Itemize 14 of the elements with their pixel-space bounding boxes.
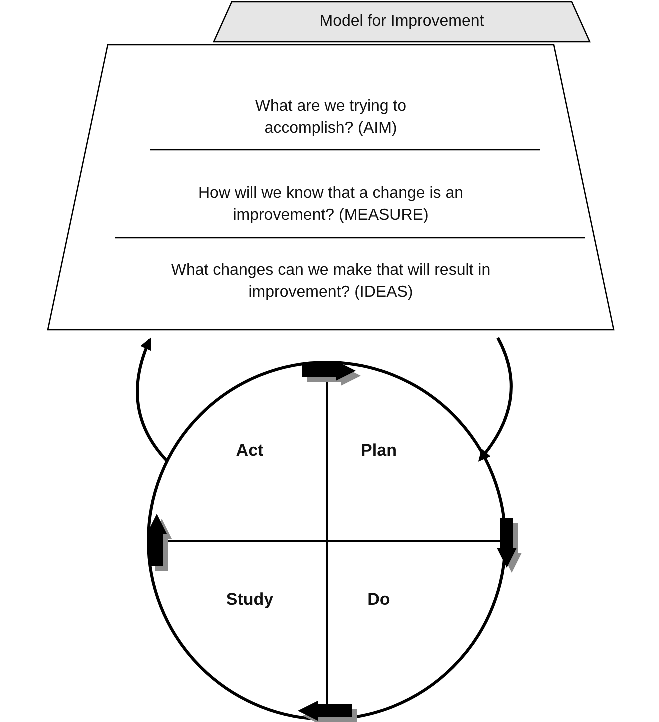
block-arrow <box>147 514 167 566</box>
block-arrow <box>497 518 517 568</box>
phase-label: Plan <box>360 440 398 462</box>
arrow <box>478 337 513 462</box>
question-text: How will we know that a change is an improvement? (MEASURE) <box>197 184 465 226</box>
arrow <box>136 338 170 463</box>
question-text: What are we trying to accomplish? (AIM) <box>254 97 408 139</box>
phase-label: Act <box>235 440 265 462</box>
title-text: Model for Improvement <box>318 12 486 32</box>
block-arrow <box>298 701 352 721</box>
question-text: What changes can we make that will result in improvement? (IDEAS) <box>170 261 492 303</box>
block-arrow <box>302 361 356 381</box>
phase-label: Study <box>225 589 275 611</box>
phase-label: Do <box>366 589 392 611</box>
